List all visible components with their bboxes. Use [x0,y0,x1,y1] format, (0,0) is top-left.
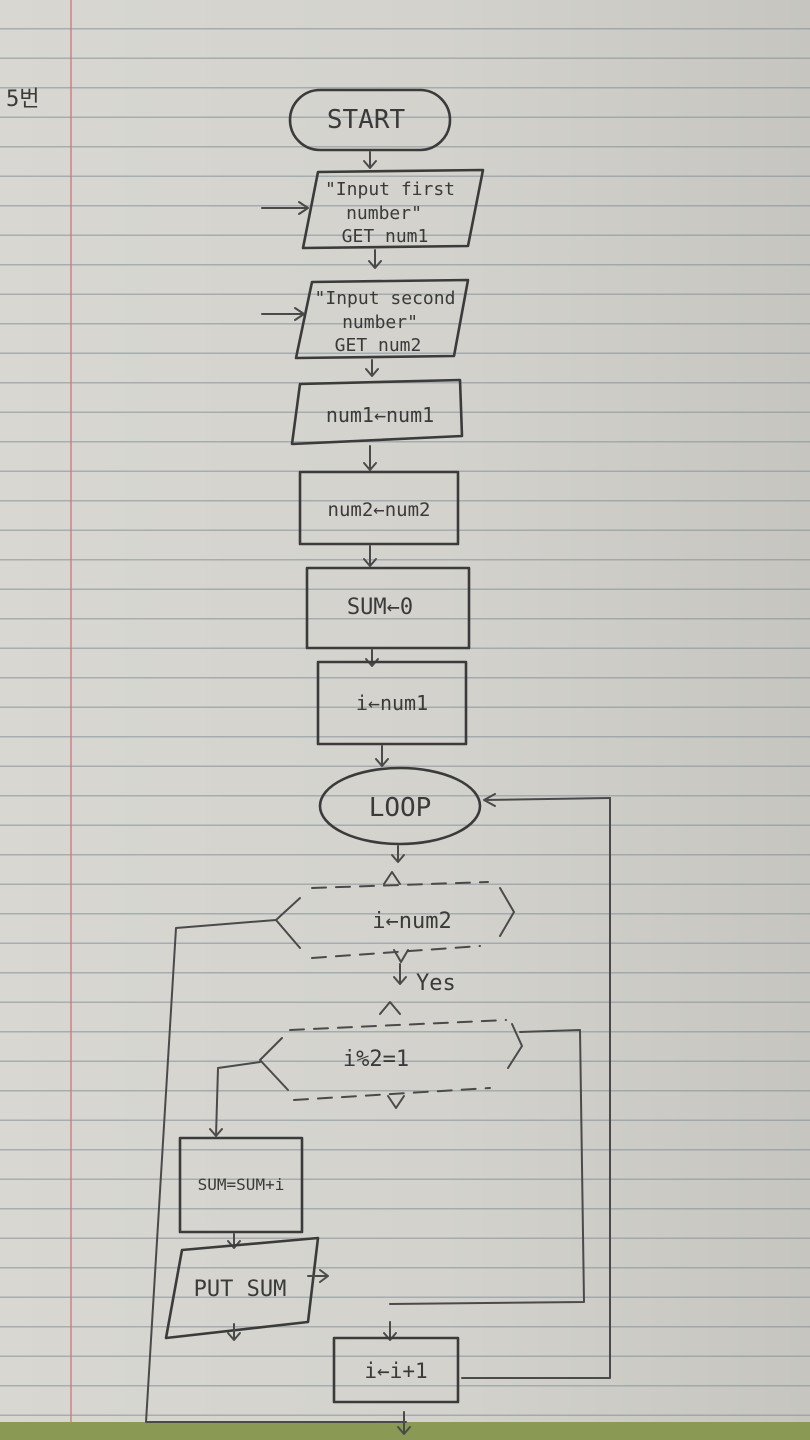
input-first-number [301,168,485,250]
arrow-input2-assign1 [365,359,379,377]
input2-line1: "Input second [315,288,456,309]
input1-line3: GET num1 [342,226,429,247]
cond-odd-right-point [507,1023,523,1069]
input2-line2: number" [342,312,418,333]
input2-line3: GET num2 [335,335,422,356]
cond-loop-bottom-caret [393,949,409,963]
process-increment [332,1336,460,1404]
arrow-input1-input2 [368,249,382,269]
process-add-sum [178,1136,304,1234]
cond-odd-top-edge [289,1019,507,1031]
output-sum-label: PUT SUM [194,1277,287,1302]
arrow-into-input2 [261,307,305,321]
arrow-yes [393,963,407,985]
output-sum [164,1236,320,1340]
output-arrow [307,1269,329,1283]
input1-line2: number" [346,203,422,224]
loop-back-line [461,797,611,1379]
cond-odd-false-line [389,1029,585,1305]
arrow-assign1-assign2 [363,445,377,471]
arrow-loop-cond [391,845,405,863]
loop-connector [318,766,482,846]
cond-odd-label: i%2=1 [343,1047,409,1072]
arrow-output-down [227,1323,241,1341]
yes-label: Yes [416,971,456,996]
exit-arrow [397,1411,411,1435]
cond-loop-label: i←num2 [372,909,451,934]
process-sum-label: SUM←0 [347,595,413,620]
process-add-sum-label: SUM=SUM+i [198,1175,285,1194]
arrow-sum-i [365,649,379,667]
process-increment-label: i←i+1 [364,1359,427,1383]
cond-odd-bottom-edge [293,1087,491,1101]
arrow-start-input1 [363,151,377,169]
loop-back-arrow [483,793,611,807]
input1-line1: "Input first [325,179,455,200]
page-note: 5번 [6,87,40,112]
input-second-number [294,278,470,360]
process-num1 [290,378,464,446]
cond-odd-bottom-caret [387,1095,405,1109]
margin-line [70,0,72,1440]
cond-odd-true-line [209,1061,261,1137]
cond-odd-left-point [259,1037,289,1091]
process-i-init [316,660,468,746]
arrow-i-loop [375,745,389,767]
process-num2-label: num2←num2 [328,499,431,521]
cond-loop-left-point [275,897,301,949]
cond-loop-top-caret [383,871,401,885]
process-num2 [298,470,460,546]
process-num1-label: num1←num1 [326,403,434,427]
process-sum-init [305,566,471,650]
cond-odd-top-caret [379,1001,401,1015]
exit-line [145,919,407,1423]
cond-loop-top-edge [311,881,489,889]
start-terminator [288,88,452,152]
arrow-assign2-sum [363,545,377,567]
loop-label: LOOP [369,793,432,823]
arrow-into-input1 [261,201,309,215]
process-i-label: i←num1 [356,691,428,715]
start-label: START [327,105,406,135]
cond-loop-right-point [499,887,515,937]
